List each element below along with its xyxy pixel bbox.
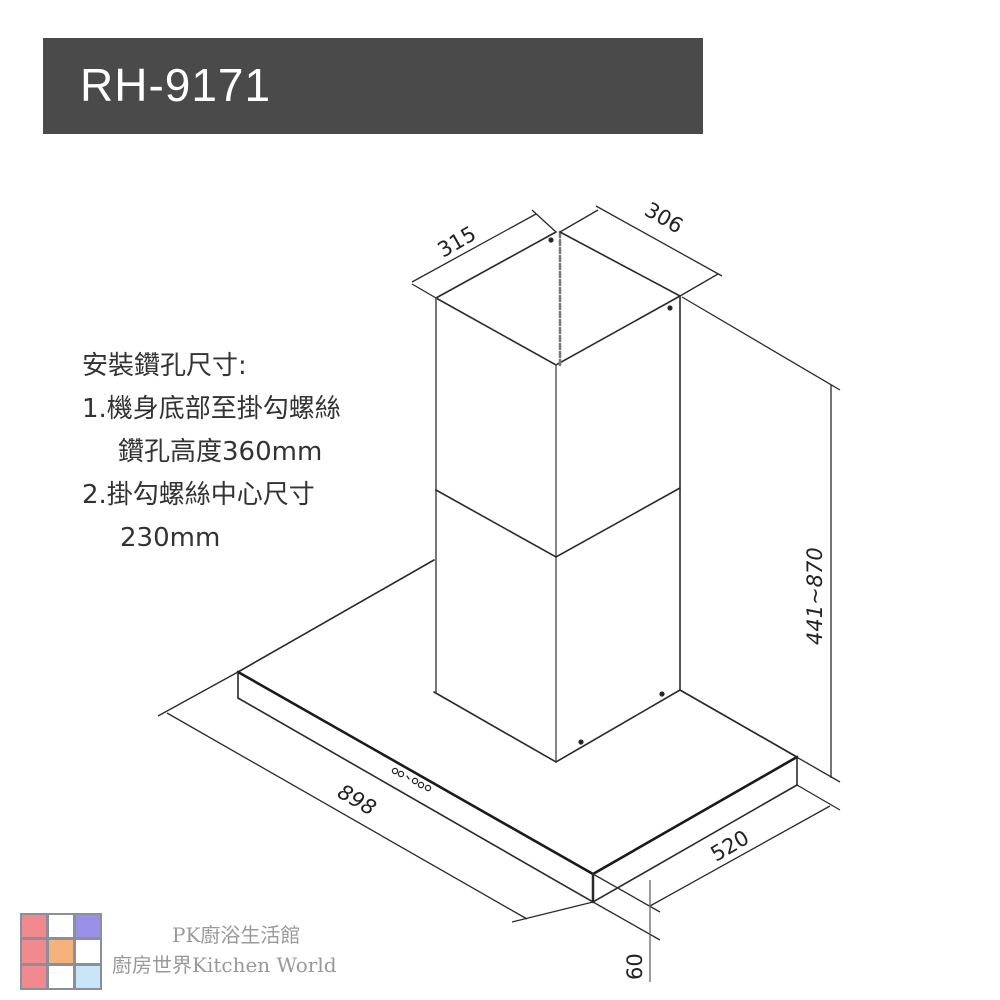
dim-chimney-width: 315 <box>434 221 481 262</box>
note-2-line-2: 230mm <box>120 523 221 553</box>
model-title: RH-9171 <box>80 59 272 111</box>
note-2-line-1: 2.掛勾螺絲中心尺寸 <box>82 480 315 510</box>
brand-logo <box>20 913 102 990</box>
notes-heading: 安裝鑽孔尺寸: <box>82 351 247 381</box>
chimney-top-edges <box>435 295 681 366</box>
brand-watermark: PK廚浴生活館 廚房世界Kitchen World <box>112 920 337 980</box>
note-1-line-1: 1.機身底部至掛勾螺絲 <box>82 394 341 424</box>
dim-canopy-depth: 520 <box>707 825 754 866</box>
note-1-line-2: 鑽孔高度360mm <box>118 437 323 467</box>
installation-notes: 安裝鑽孔尺寸: 1.機身底部至掛勾螺絲 鑽孔高度360mm 2.掛勾螺絲中心尺寸… <box>82 345 341 560</box>
dim-canopy-thickness: 60 <box>623 953 647 980</box>
control-panel <box>391 767 432 792</box>
brand-line-1: PK廚浴生活館 <box>172 923 301 947</box>
dim-chimney-depth: 306 <box>641 198 688 239</box>
dim-canopy-width: 898 <box>334 780 381 821</box>
brand-line-2: 廚房世界Kitchen World <box>112 953 337 977</box>
dimension-lines <box>157 205 841 982</box>
dim-height-range: 441~870 <box>803 547 827 645</box>
model-title-bar <box>43 38 703 134</box>
